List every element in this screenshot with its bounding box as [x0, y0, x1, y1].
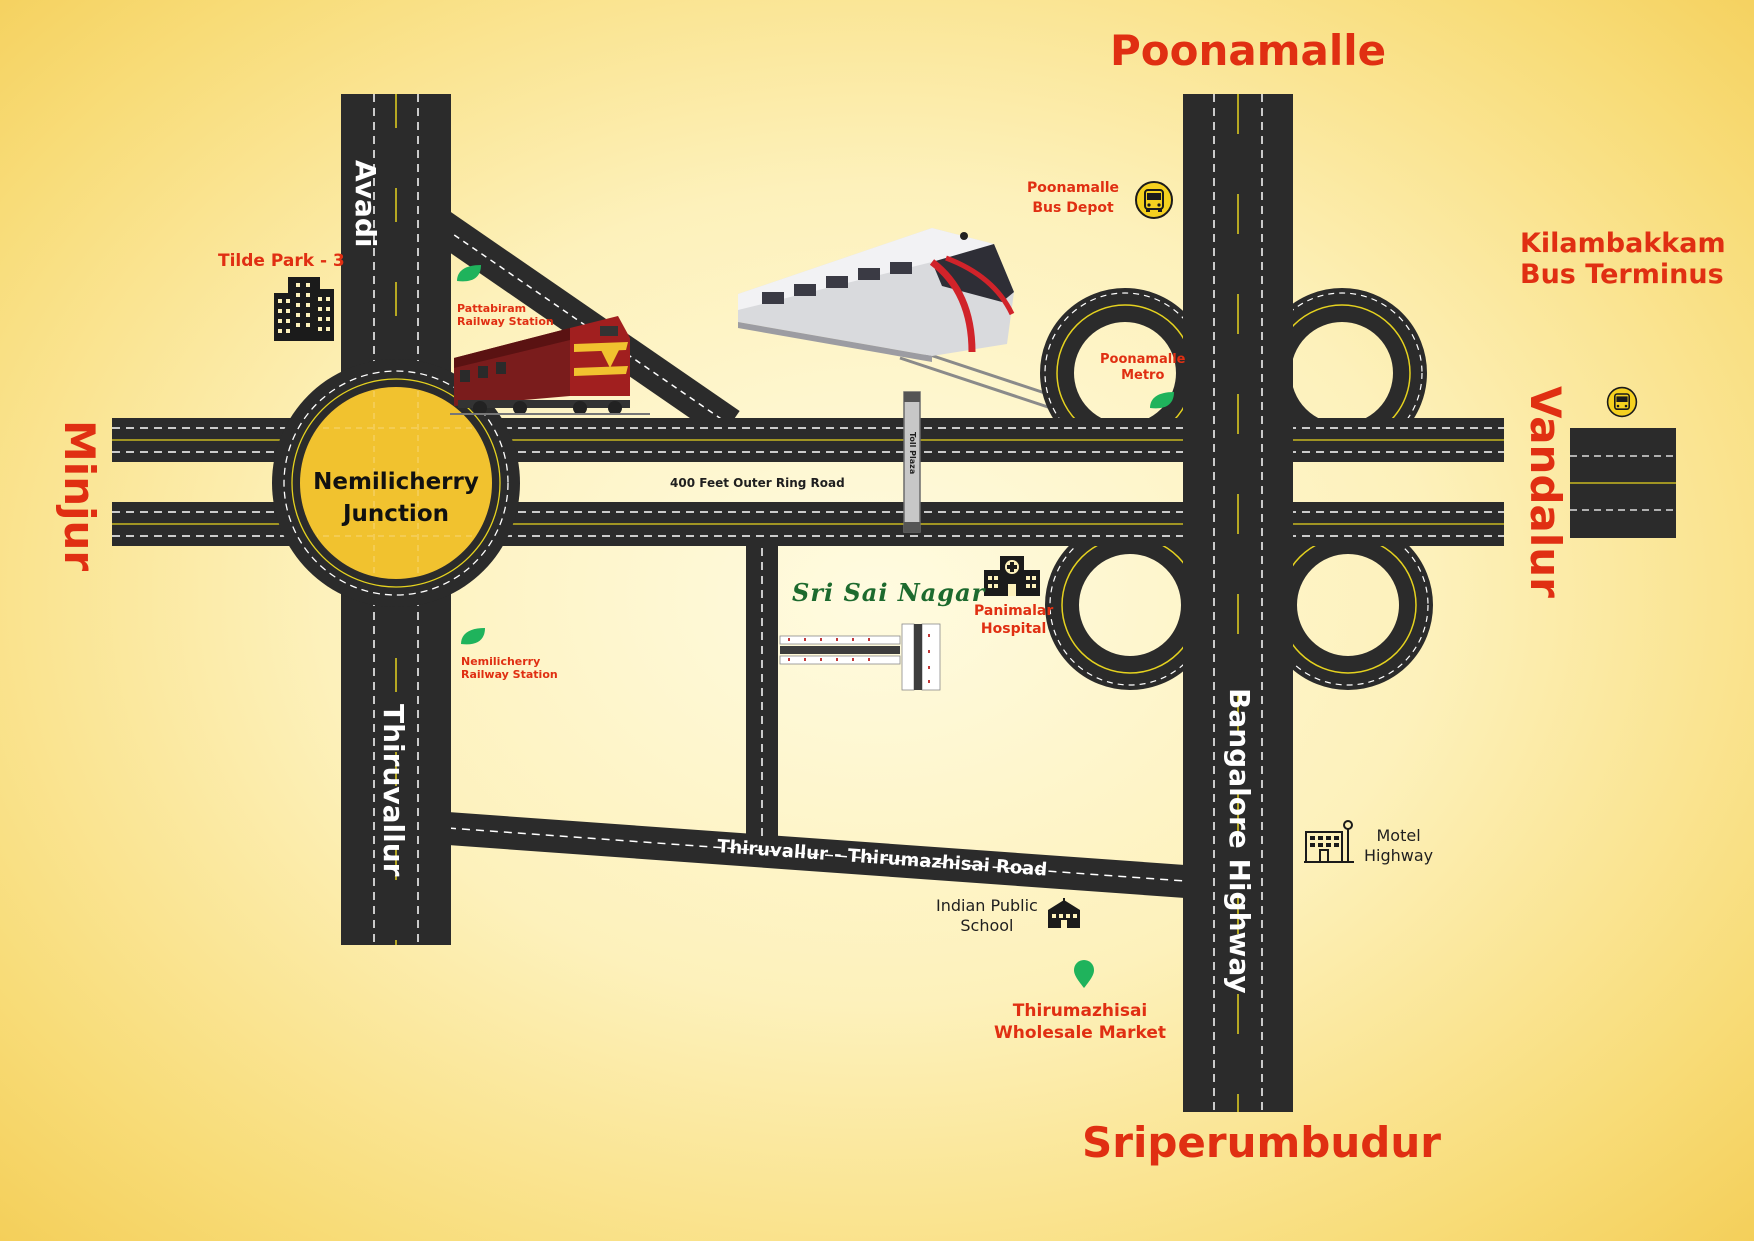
junction-roundabout [272, 359, 520, 607]
junction-label: Nemilicherry Junction [313, 469, 479, 527]
toll-plaza-booth [903, 391, 921, 533]
location-pin-icon [457, 265, 481, 282]
place-label-poonamalle: Poonamalle [1110, 26, 1387, 75]
landmark-label-pattabiram: Pattabiram Railway Station [457, 302, 554, 328]
place-label-minjur: Minjur [55, 420, 104, 572]
road-label-avadi: Avadi [349, 160, 382, 248]
bus-icon [1135, 181, 1173, 219]
locomotive-icon [450, 316, 650, 415]
thirumazhisai-road [447, 812, 1186, 898]
location-pin-icon [1074, 960, 1094, 988]
landmark-label-tilde-park: Tilde Park - 3 [218, 251, 345, 271]
landmark-label-school: Indian Public School [936, 896, 1038, 935]
bangalore-highway-road [1183, 94, 1293, 1112]
location-pin-icon [1150, 392, 1174, 409]
building-icon [274, 277, 334, 341]
motel-icon [1304, 820, 1354, 863]
toll-plaza-label: Toll Plaza [908, 432, 917, 475]
landmark-label-market: Thirumazhisai Wholesale Market [994, 1001, 1167, 1043]
road-label-outer-ring-road: 400 Feet Outer Ring Road [670, 476, 845, 490]
school-icon [1048, 898, 1080, 928]
vandalur-road-stub [1570, 428, 1676, 538]
bus-icon [1606, 386, 1638, 418]
landmark-label-metro: Poonamalle Metro [1100, 352, 1186, 383]
location-pin-icon [461, 628, 485, 645]
project-spur-road [746, 545, 778, 840]
project-label-sri-sai-nagar: Sri Sai Nagar [792, 578, 986, 607]
landmark-label-hospital: Panimalar Hospital [974, 603, 1054, 637]
place-label-vandalur: Vandalur [1521, 386, 1570, 598]
place-label-sriperumbudur: Sriperumbudur [1082, 1118, 1441, 1167]
hospital-icon [984, 556, 1040, 596]
metro-train-icon [738, 228, 1015, 362]
road-label-bangalore-highway: Bangalore Highway [1223, 688, 1256, 994]
landmark-label-bus-depot: Poonamalle Bus Depot [1027, 180, 1120, 216]
diagonal-link-road [408, 196, 740, 439]
plot-layout-icon [779, 623, 941, 691]
road-label-thiruvallur: Thiruvallur [377, 704, 410, 877]
place-label-kilambakkam: Kilambakkam Bus Terminus [1520, 228, 1726, 290]
landmark-label-nemilicherry-station: Nemilicherry Railway Station [461, 655, 558, 681]
landmark-label-motel: Motel Highway [1364, 826, 1434, 865]
